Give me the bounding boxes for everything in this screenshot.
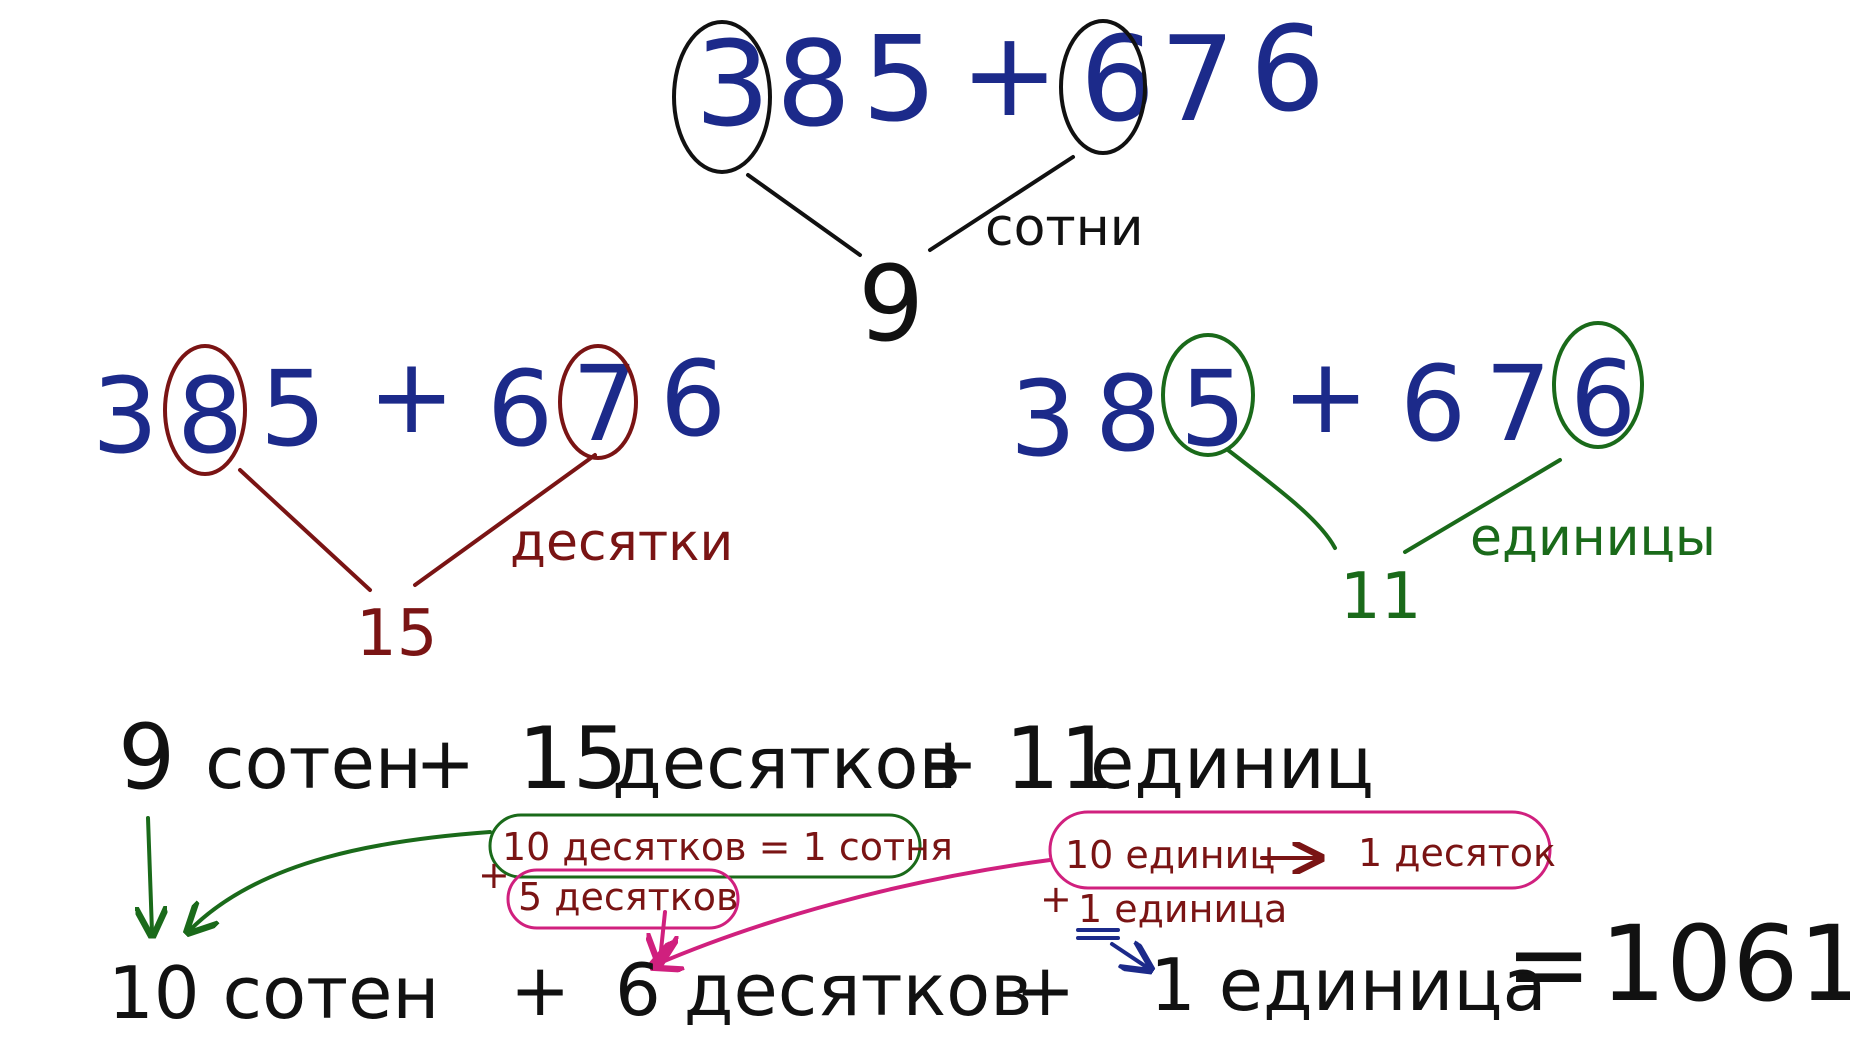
hundreds-ring-left [672, 20, 772, 174]
row2-hundreds: 10 сотен [108, 951, 439, 1035]
units-convert-left: 10 единиц [1065, 833, 1275, 877]
hundreds-plus: + [960, 5, 1059, 143]
units-digit-6: 6 [1570, 338, 1636, 460]
row1-plus-1: + [415, 721, 475, 805]
row1-hundreds-word: сотен [205, 721, 422, 805]
tens-label: десятки [510, 513, 733, 573]
row2-plus-2: + [1015, 948, 1075, 1032]
arrow-ten-carry [655, 858, 1052, 965]
row1-plus-2: + [918, 721, 978, 805]
row1-hundreds-num: 9 [118, 705, 175, 810]
tens-panel: 3 8 5 + 6 7 6 15 десятки [92, 335, 733, 671]
row2-tens: 6 десятков [615, 948, 1033, 1032]
units-sum: 11 [1340, 560, 1421, 634]
row2-result: 1061 [1600, 903, 1850, 1025]
tens-sum: 15 [356, 597, 437, 671]
units-plus: + [1282, 335, 1369, 457]
tens-digit-4: 6 [487, 348, 553, 470]
first-summary-row: 9 сотен + 15 десятков + 11 единиц [118, 705, 1374, 810]
row2-equals: = [1505, 903, 1592, 1025]
hundreds-panel: 3 8 5 + 6 7 6 9 сотни [672, 0, 1325, 365]
units-digit-4: 6 [1400, 343, 1466, 465]
units-branch-left [1226, 448, 1337, 550]
hundreds-digit-3: 5 [862, 10, 937, 148]
hundreds-digit-2: 8 [776, 15, 851, 153]
units-label: единицы [1470, 508, 1716, 568]
tens-rest-text: 5 десятков [518, 875, 738, 919]
tens-convert-bubble [488, 813, 922, 879]
row2-units: 1 единица [1150, 943, 1547, 1027]
units-rest-text: 1 единица [1078, 887, 1287, 931]
hundreds-digit-4: 6 [1080, 10, 1155, 148]
row1-units-num: 11 [1005, 709, 1114, 809]
hundreds-digit-6: 6 [1250, 0, 1325, 138]
hundreds-digit-5: 7 [1160, 10, 1235, 148]
arrow-units-rest-down [1110, 944, 1148, 968]
units-digit-5: 7 [1485, 343, 1551, 465]
arrows [148, 816, 1148, 968]
units-rest-underline [1076, 928, 1120, 940]
arrow-hundred-carry [190, 830, 492, 930]
second-summary-row: 10 сотен + 6 десятков + 1 единица = 1061 [108, 903, 1850, 1035]
tens-digit-1: 3 [92, 355, 158, 477]
arrow-hundreds-down [148, 816, 152, 932]
hundreds-digit-1: 3 [695, 15, 770, 153]
tens-plus: + [368, 335, 455, 457]
tens-branch-right [413, 453, 597, 587]
row1-units-word: единиц [1090, 721, 1374, 805]
hundreds-label: сотни [985, 198, 1144, 258]
row1-tens-word: десятков [612, 721, 961, 805]
tens-digit-5: 7 [572, 343, 638, 465]
units-convert-bubble [1048, 810, 1552, 890]
arrow-tens-rest-down [660, 910, 665, 960]
hundreds-branch-left [746, 173, 862, 257]
tens-branch-left [238, 468, 372, 592]
tens-convert-text: 10 десятков = 1 сотня [502, 825, 953, 869]
units-branch-right [1403, 458, 1562, 554]
tens-digit-6: 6 [660, 338, 726, 460]
units-ring-right [1552, 321, 1644, 449]
tens-rest-bubble [506, 868, 740, 930]
units-ring-left [1161, 333, 1255, 457]
row2-plus-1: + [510, 948, 570, 1032]
units-convert-right: 1 десяток [1358, 831, 1556, 875]
row1-tens-num: 15 [518, 709, 627, 809]
units-rest-plus: + [1040, 877, 1072, 921]
hundreds-branch-right [928, 155, 1075, 252]
hundreds-sum: 9 [858, 243, 924, 365]
units-digit-1: 3 [1010, 358, 1076, 480]
units-digit-2: 8 [1095, 353, 1161, 475]
tens-rest-plus: + [478, 853, 510, 897]
tens-ring-right [558, 344, 638, 460]
hundreds-ring-right [1059, 19, 1147, 155]
tens-ring-left [163, 344, 247, 476]
units-panel: 3 8 5 + 6 7 6 11 единицы [1010, 321, 1716, 634]
tens-digit-3: 5 [260, 348, 326, 470]
conversion-notes: 10 десятков = 1 сотня + 5 десятков 10 ед… [478, 810, 1556, 940]
